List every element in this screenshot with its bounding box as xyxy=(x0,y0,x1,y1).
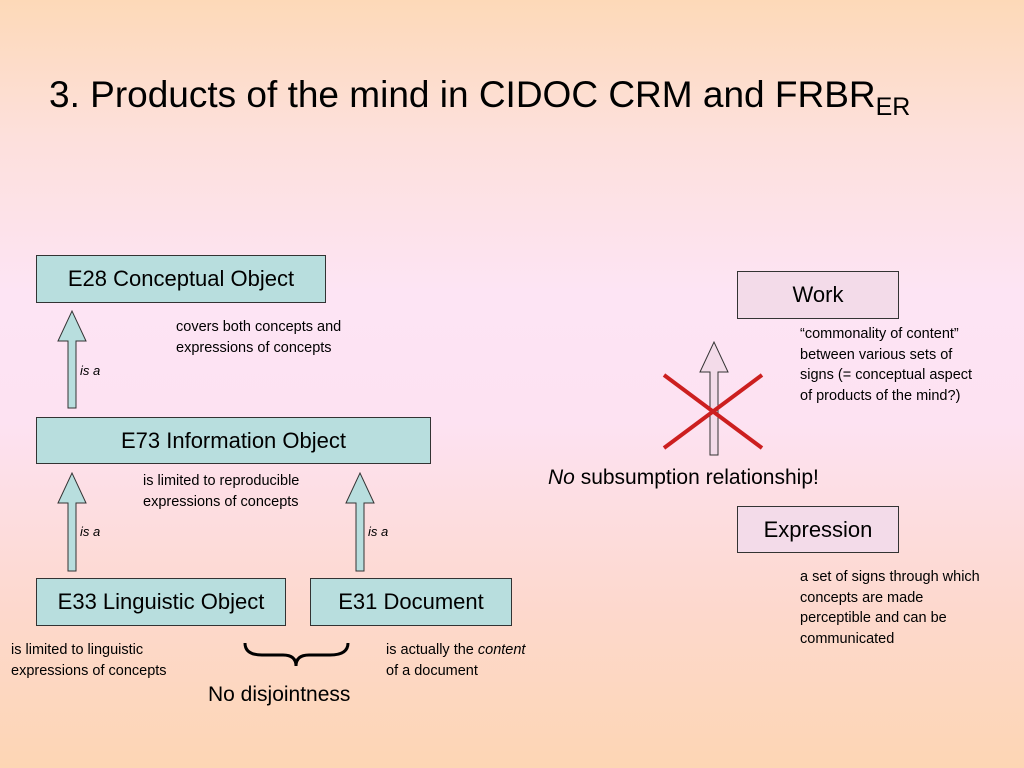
expression-box: Expression xyxy=(737,506,899,553)
title-main: 3. Products of the mind in CIDOC CRM and… xyxy=(49,74,876,115)
note-work: “commonality of content” between various… xyxy=(800,324,972,406)
note-expression-line2: concepts are made xyxy=(800,589,924,606)
cross-line-2 xyxy=(662,373,764,450)
work-label: Work xyxy=(792,282,844,307)
e73-label: E73 Information Object xyxy=(120,427,346,453)
note-work-line2: between various sets of xyxy=(800,346,953,363)
frbr-arrow xyxy=(699,340,729,456)
disjointness-brace xyxy=(243,642,350,667)
e33-label: E33 Linguistic Object xyxy=(57,589,265,614)
note-e31-line1: is actually the content xyxy=(386,640,525,661)
note-work-line3: signs (= conceptual aspect xyxy=(800,367,973,383)
no-disjointness-label: No disjointness xyxy=(208,683,351,706)
isa-arrow-e33-e73 xyxy=(57,471,87,572)
note-work-line4: of products of the mind?) xyxy=(800,387,961,404)
isa-arrow-e31-e73 xyxy=(345,471,375,572)
subsumption-emphasis: No xyxy=(548,466,575,489)
note-e31-prefix: is actually the xyxy=(386,642,478,658)
subsumption-rest: subsumption relationship! xyxy=(574,466,819,489)
slide-title: 3. Products of the mind in CIDOC CRM and… xyxy=(49,74,910,122)
note-e33-line2: expressions of concepts xyxy=(11,662,167,679)
expression-label: Expression xyxy=(763,516,873,542)
isa-label-e31-e73: is a xyxy=(368,524,389,539)
note-e31-line2: of a document xyxy=(386,662,478,679)
e31-label: E31 Document xyxy=(338,589,484,614)
note-e33: is limited to linguistic expressions of … xyxy=(11,640,167,681)
e28-label: E28 Conceptual Object xyxy=(67,266,295,291)
note-e28-line2: expressions of concepts xyxy=(176,339,332,356)
title-subscript: ER xyxy=(875,93,911,121)
note-expression-line1: a set of signs through which xyxy=(800,569,980,585)
isa-label-e33-e73: is a xyxy=(80,524,101,539)
note-e31: is actually the content of a document xyxy=(386,640,525,681)
note-expression: a set of signs through which concepts ar… xyxy=(800,567,980,649)
note-expression-line4: communicated xyxy=(800,630,895,647)
note-expression-line3: perceptible and can be xyxy=(800,610,947,626)
note-work-line1: “commonality of content” xyxy=(800,326,959,342)
note-e33-line1: is limited to linguistic xyxy=(11,642,144,658)
e28-conceptual-object-box: E28 Conceptual Object xyxy=(36,255,326,303)
work-box: Work xyxy=(737,271,899,319)
note-e31-emphasis: content xyxy=(477,642,526,658)
e73-information-object-box: E73 Information Object xyxy=(36,417,431,464)
e33-linguistic-object-box: E33 Linguistic Object xyxy=(36,578,286,626)
isa-arrow-e73-e28 xyxy=(57,309,87,409)
note-e73-line2: expressions of concepts xyxy=(143,493,299,510)
e31-document-box: E31 Document xyxy=(310,578,512,626)
note-e28-line1: covers both concepts and xyxy=(176,319,342,335)
subsumption-label: No subsumption relationship! xyxy=(548,466,819,490)
note-e73-line1: is limited to reproducible xyxy=(143,473,300,489)
note-e73: is limited to reproducible expressions o… xyxy=(143,471,299,512)
note-e28: covers both concepts and expressions of … xyxy=(176,317,341,358)
isa-label-e73-e28: is a xyxy=(80,363,101,378)
